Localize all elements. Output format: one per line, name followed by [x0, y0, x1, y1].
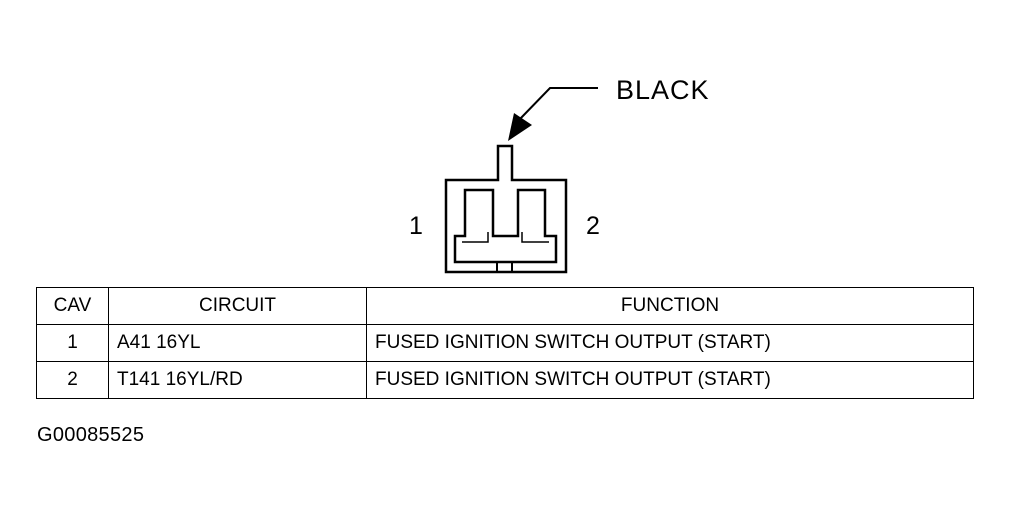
pin-2-label: 2 [586, 212, 600, 240]
pinout-table: CAV CIRCUIT FUNCTION 1 A41 16YL FUSED IG… [36, 287, 974, 399]
connector-drawing: BLACK 1 2 [409, 75, 710, 274]
cav-cell: 2 [36, 361, 109, 399]
color-leader-line [518, 87, 598, 121]
connector-color-label: BLACK [616, 75, 710, 105]
circuit-cell: T141 16YL/RD [108, 361, 367, 399]
header-function: FUNCTION [366, 287, 974, 325]
header-circuit: CIRCUIT [108, 287, 367, 325]
function-cell: FUSED IGNITION SWITCH OUTPUT (START) [366, 361, 974, 399]
table-row: 2 T141 16YL/RD FUSED IGNITION SWITCH OUT… [36, 361, 974, 399]
figure-id: G00085525 [37, 424, 145, 446]
cav-cell: 1 [36, 324, 109, 362]
table-header-row: CAV CIRCUIT FUNCTION [36, 287, 974, 325]
connector-cavity-outline [453, 188, 558, 264]
connector-bottom-key [496, 262, 513, 272]
connector-body [444, 144, 568, 274]
connector-diagram: BLACK 1 2 [409, 75, 710, 274]
header-cav: CAV [36, 287, 109, 325]
connector-cavity-step [462, 232, 489, 243]
table-row: 1 A41 16YL FUSED IGNITION SWITCH OUTPUT … [36, 324, 974, 362]
pin-1-label: 1 [409, 212, 423, 240]
circuit-cell: A41 16YL [108, 324, 367, 362]
function-cell: FUSED IGNITION SWITCH OUTPUT (START) [366, 324, 974, 362]
leader-arrowhead [508, 113, 532, 141]
connector-cavity-step-right [521, 232, 549, 243]
